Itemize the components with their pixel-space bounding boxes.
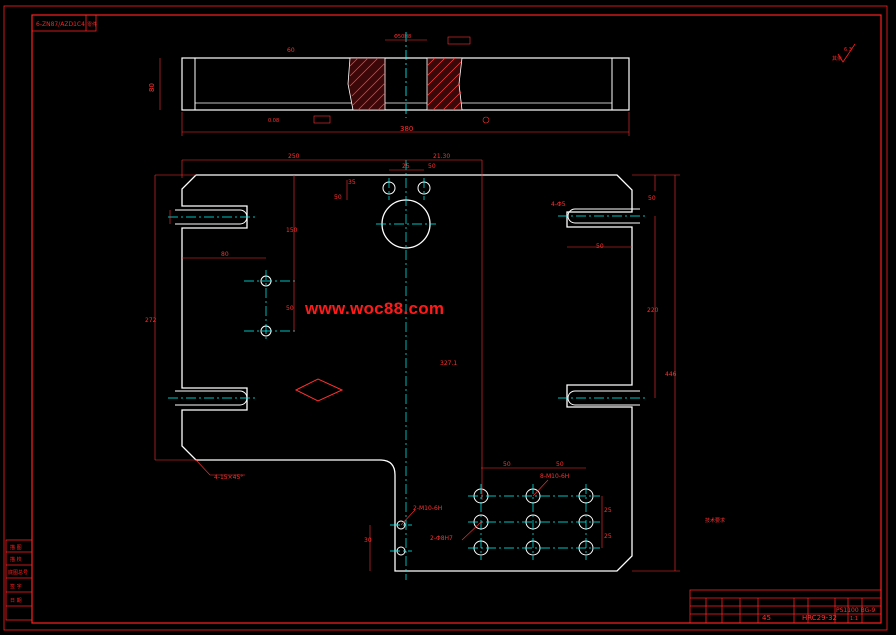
dim-250: 250	[288, 153, 300, 160]
dim-50d: 50	[648, 195, 656, 202]
left-strip	[5, 539, 33, 621]
header-box: 零件	[87, 21, 97, 28]
dim-220: 220	[647, 307, 659, 314]
strip-label-0: 描 图	[10, 544, 22, 551]
dim-bot-25b: 25	[604, 533, 612, 540]
section-hatch-right	[426, 57, 463, 111]
outer-border	[3, 5, 888, 631]
dim-80: 80	[221, 251, 229, 258]
drawing-frame	[31, 14, 882, 624]
title-block	[689, 589, 882, 624]
tb-scale: 1:1	[850, 616, 858, 622]
header-tag: 6-ZN87/AZD1C4 零件	[31, 14, 97, 32]
watermark: www.woc88.com	[305, 299, 445, 318]
plan-view: 250 21.30 25 50 50 35 80 150 50 272 220 …	[145, 153, 725, 580]
tb-material: 45	[762, 614, 771, 622]
strip-label-1: 描 校	[10, 556, 22, 563]
dim-2130: 21.30	[433, 153, 450, 160]
bolt-label: 8-M10-6H	[540, 473, 569, 480]
tb-hardness: HRC29-32	[802, 614, 837, 622]
strip-label-3: 签 字	[10, 583, 22, 590]
dim-top: 60	[287, 47, 295, 54]
top-flatness: 0.08	[268, 118, 279, 124]
strip-label-2: 底图总号	[8, 569, 28, 576]
dim-50e: 50	[596, 243, 604, 250]
dim-35: 35	[348, 179, 356, 186]
dim-446: 446	[665, 371, 677, 378]
tech-note: 技术要求	[705, 517, 725, 524]
m10-label: 2-M10-6H	[413, 505, 442, 512]
section-hatch-left	[347, 57, 386, 111]
dim-width: 380	[400, 125, 413, 133]
holes-label: 4-Φ5	[551, 201, 566, 208]
corner-label: 4-15×45°	[214, 474, 243, 481]
dim-50c: 50	[286, 305, 294, 312]
dim-50b: 50	[334, 194, 342, 201]
dim-bore: Φ50H8	[394, 34, 411, 40]
dim-bot-50a: 50	[503, 461, 511, 468]
pin-label: 2-Φ8H7	[430, 535, 453, 542]
dim-50a: 50	[428, 163, 436, 170]
dim-3271: 327.1	[440, 360, 457, 367]
roughness-symbol: 6.3 其余	[832, 43, 856, 63]
dim-left: 80	[148, 83, 156, 92]
strip-label-4: 日 期	[10, 598, 22, 604]
roughness-note: 其余	[832, 55, 842, 62]
dim-25: 25	[402, 163, 410, 170]
dim-150: 150	[286, 227, 298, 234]
header-code: 6-ZN87/AZD1C4	[36, 21, 85, 28]
tb-drawing-no: PS1100 BG-9	[836, 607, 875, 614]
dim-bot-50b: 50	[556, 461, 564, 468]
roughness-value: 6.3	[844, 47, 852, 53]
top-view: 380 80 Φ50H8 60 0.08	[148, 32, 630, 136]
dim-bot-30: 30	[364, 537, 372, 544]
dim-bot-25a: 25	[604, 507, 612, 514]
dim-272: 272	[145, 317, 157, 324]
